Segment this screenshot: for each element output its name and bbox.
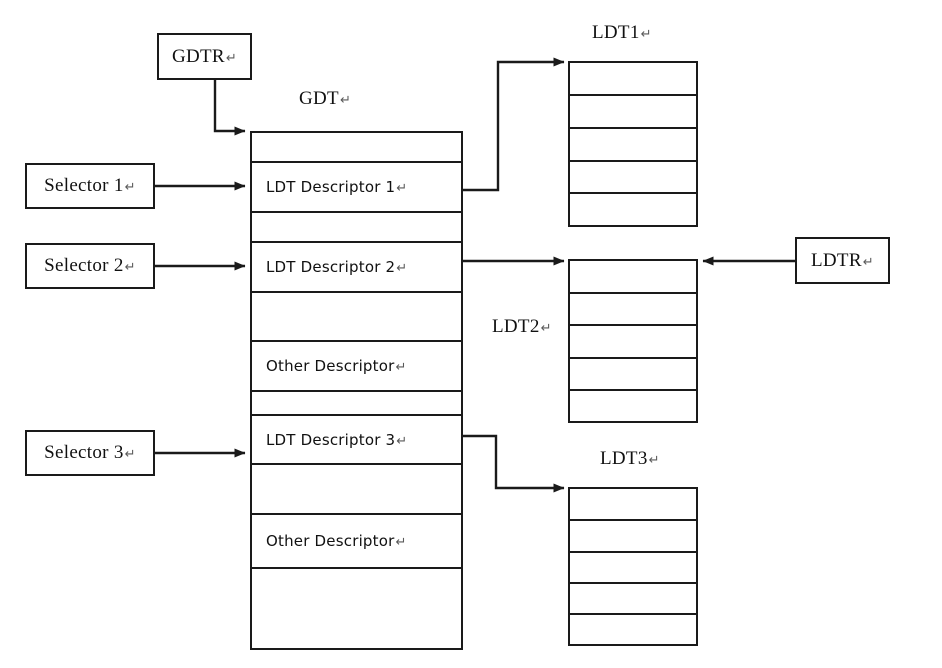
ldt1-caption: LDT1↵: [592, 22, 652, 43]
gdt-row-3-label: LDT Descriptor 2↵: [266, 258, 408, 276]
selector-3-box[interactable]: Selector 3↵: [25, 430, 155, 476]
gdt-row-1-label: LDT Descriptor 1↵: [266, 178, 408, 196]
ldt2-row-2[interactable]: [570, 326, 696, 359]
ldt3-row-0[interactable]: [570, 489, 696, 521]
gdt-row-other-descriptor-2[interactable]: Other Descriptor↵: [252, 515, 461, 569]
gdt-row-ldt-descriptor-1[interactable]: LDT Descriptor 1↵: [252, 163, 461, 213]
gdt-row-8[interactable]: [252, 465, 461, 515]
ldtr-register[interactable]: LDTR↵: [795, 237, 890, 284]
ldt3-row-4[interactable]: [570, 615, 696, 644]
pilcrow-icon: ↵: [396, 261, 408, 276]
pilcrow-icon: ↵: [540, 321, 552, 336]
pilcrow-icon: ↵: [124, 260, 136, 275]
wire-gdtr-to-gdt: [213, 80, 246, 136]
ldt2-table: [568, 259, 698, 423]
pilcrow-icon: ↵: [395, 535, 407, 550]
selector-2-label: Selector 2↵: [44, 255, 136, 276]
ldt3-caption: LDT3↵: [600, 448, 660, 469]
pilcrow-icon: ↵: [225, 50, 238, 66]
gdt-row-9-label: Other Descriptor↵: [266, 532, 407, 550]
pilcrow-icon: ↵: [124, 180, 136, 195]
ldt1-row-1[interactable]: [570, 96, 696, 129]
gdt-row-7-label: LDT Descriptor 3↵: [266, 430, 408, 449]
pilcrow-icon: ↵: [395, 360, 407, 375]
ldt2-row-1[interactable]: [570, 294, 696, 326]
gdt-caption: GDT↵: [299, 88, 352, 109]
gdtr-label: GDTR↵: [171, 45, 238, 67]
ldt3-row-3[interactable]: [570, 584, 696, 615]
pilcrow-icon: ↵: [339, 93, 352, 108]
selector-1-box[interactable]: Selector 1↵: [25, 163, 155, 209]
ldt3-table: [568, 487, 698, 646]
ldtr-label: LDTR↵: [810, 249, 874, 271]
pilcrow-icon: ↵: [124, 447, 136, 462]
ldt1-table: [568, 61, 698, 227]
gdt-row-0[interactable]: [252, 133, 461, 163]
ldt2-row-3[interactable]: [570, 359, 696, 391]
pilcrow-icon: ↵: [648, 453, 660, 468]
selector-3-label: Selector 3↵: [44, 442, 136, 463]
gdt-row-5-label: Other Descriptor↵: [266, 357, 407, 375]
gdt-row-6[interactable]: [252, 392, 461, 416]
gdt-row-ldt-descriptor-3[interactable]: LDT Descriptor 3↵: [252, 416, 461, 465]
pilcrow-icon: ↵: [640, 27, 652, 42]
gdt-row-10[interactable]: [252, 569, 461, 648]
ldt1-row-3[interactable]: [570, 162, 696, 194]
gdtr-register[interactable]: GDTR↵: [157, 33, 252, 80]
ldt2-row-4[interactable]: [570, 391, 696, 421]
gdt-table: LDT Descriptor 1↵ LDT Descriptor 2↵ Othe…: [250, 131, 463, 650]
gdt-row-other-descriptor-1[interactable]: Other Descriptor↵: [252, 342, 461, 392]
ldt2-row-0[interactable]: [570, 261, 696, 294]
pilcrow-icon: ↵: [396, 181, 408, 196]
ldt1-row-4[interactable]: [570, 194, 696, 225]
wire-gdt3-to-ldt3: [463, 434, 565, 493]
gdt-row-2[interactable]: [252, 213, 461, 243]
ldt1-row-2[interactable]: [570, 129, 696, 162]
pilcrow-icon: ↵: [862, 254, 874, 270]
selector-1-label: Selector 1↵: [44, 175, 136, 196]
ldt3-row-1[interactable]: [570, 521, 696, 553]
selector-2-box[interactable]: Selector 2↵: [25, 243, 155, 289]
pilcrow-icon: ↵: [396, 433, 408, 449]
ldt2-caption: LDT2↵: [492, 316, 552, 337]
wire-gdt1-to-ldt1: [463, 57, 565, 192]
ldt1-row-0[interactable]: [570, 63, 696, 96]
gdt-row-4[interactable]: [252, 293, 461, 342]
ldt3-row-2[interactable]: [570, 553, 696, 584]
gdt-row-ldt-descriptor-2[interactable]: LDT Descriptor 2↵: [252, 243, 461, 293]
